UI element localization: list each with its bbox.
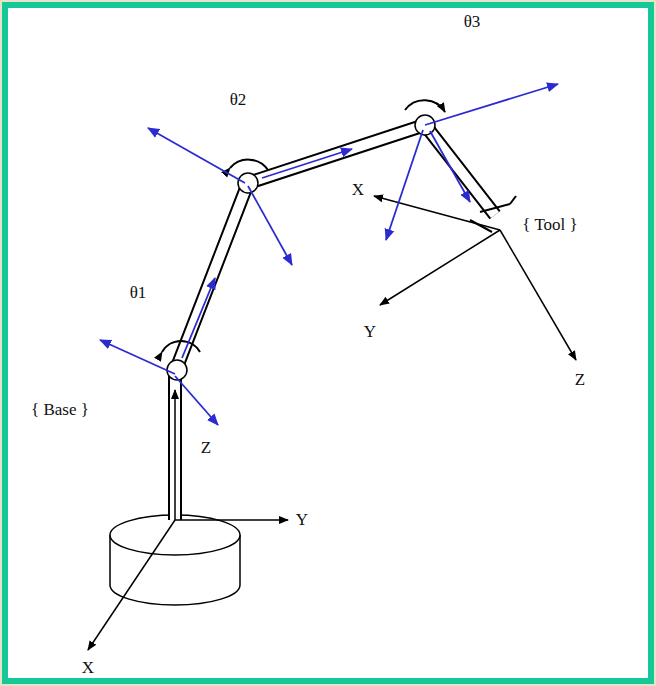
angle-label: θ3 xyxy=(462,13,483,32)
joints xyxy=(167,115,435,380)
rotation-arrows xyxy=(162,100,445,352)
base-frame-axes xyxy=(88,390,288,650)
angle-label: θ2 xyxy=(228,91,249,110)
axis-label: Z xyxy=(573,371,587,390)
axis-label: Z xyxy=(199,439,213,458)
gripper xyxy=(470,196,516,232)
arm-links xyxy=(175,125,495,520)
axis-label: X xyxy=(350,181,366,200)
axis-label: X xyxy=(80,659,96,678)
axis-label: Y xyxy=(362,323,378,342)
axis-label: Y xyxy=(294,511,310,530)
base-cylinder xyxy=(110,515,240,605)
frame-label: { Tool } xyxy=(520,216,579,235)
angle-label: θ1 xyxy=(128,284,149,303)
dh-frame-arrows xyxy=(100,84,558,425)
frame xyxy=(5,5,651,681)
frame-label: { Base } xyxy=(29,401,91,420)
